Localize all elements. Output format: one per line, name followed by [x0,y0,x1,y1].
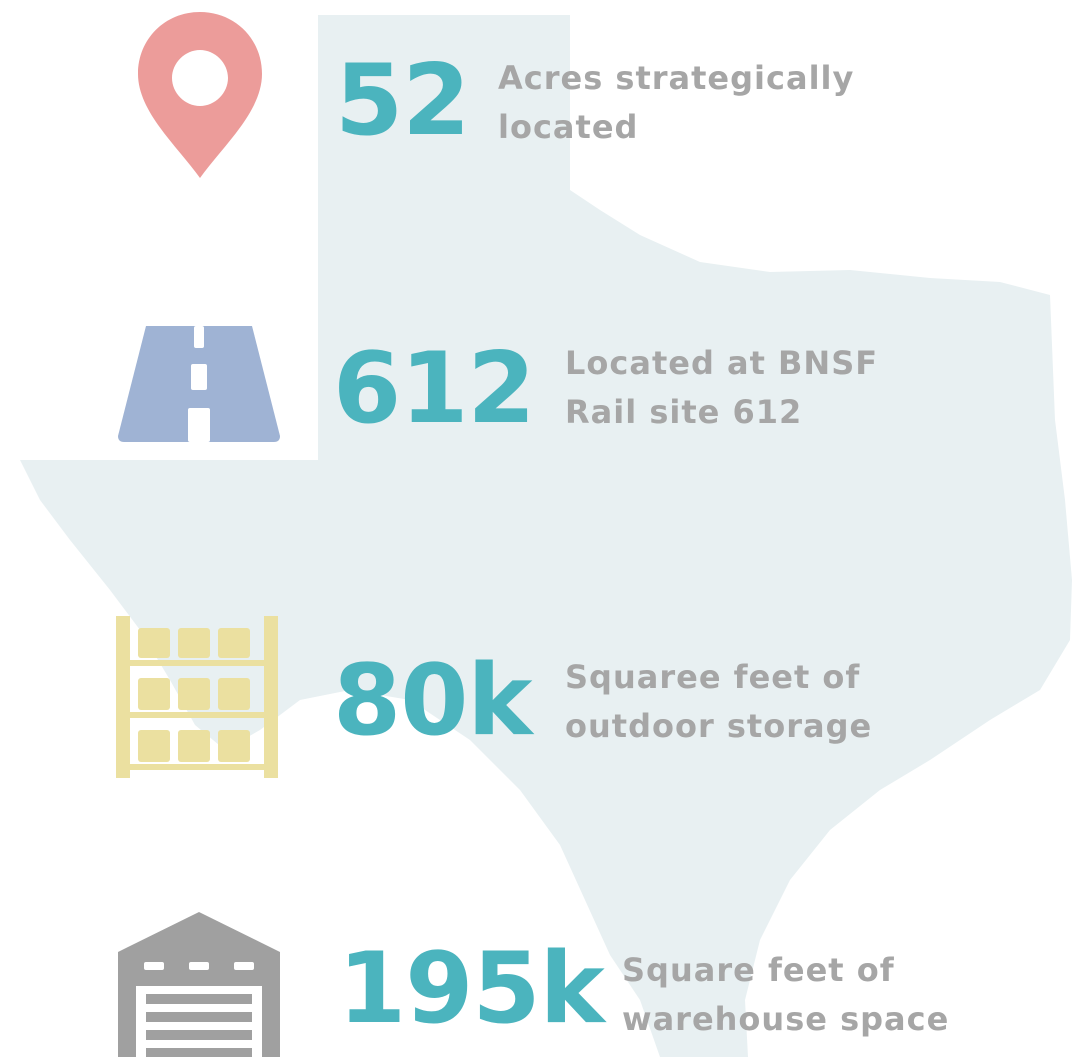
stat-value: 612 [333,332,536,446]
stat-value: 80k [333,644,533,758]
stat-outdoor-storage: 80k Squaree feet of outdoor storage [0,600,1090,800]
stat-description-line2: outdoor storage [565,707,873,745]
stat-warehouse-space: 195k Square feet of warehouse space [0,890,1090,1057]
stat-description-line1: Square feet of [622,951,895,989]
stat-description-line1: Squaree feet of [565,658,861,696]
texas-map-shape [20,15,1072,1057]
warehouse-icon [118,912,280,1057]
stat-rail-site: 612 Located at BNSF Rail site 612 [0,300,1090,460]
stat-description-line2: warehouse space [622,1000,950,1038]
stat-value: 52 [335,44,470,158]
storage-shelf-icon [116,616,278,778]
stat-description-line1: Located at BNSF [565,344,879,382]
stat-acres: 52 Acres strategically located [0,0,1090,200]
location-pin-icon [138,12,262,178]
stat-description-line1: Acres strategically [498,59,855,97]
stat-value: 195k [338,932,605,1046]
stat-description-line2: Rail site 612 [565,393,803,431]
road-icon [118,326,280,442]
stat-description-line2: located [498,108,639,146]
